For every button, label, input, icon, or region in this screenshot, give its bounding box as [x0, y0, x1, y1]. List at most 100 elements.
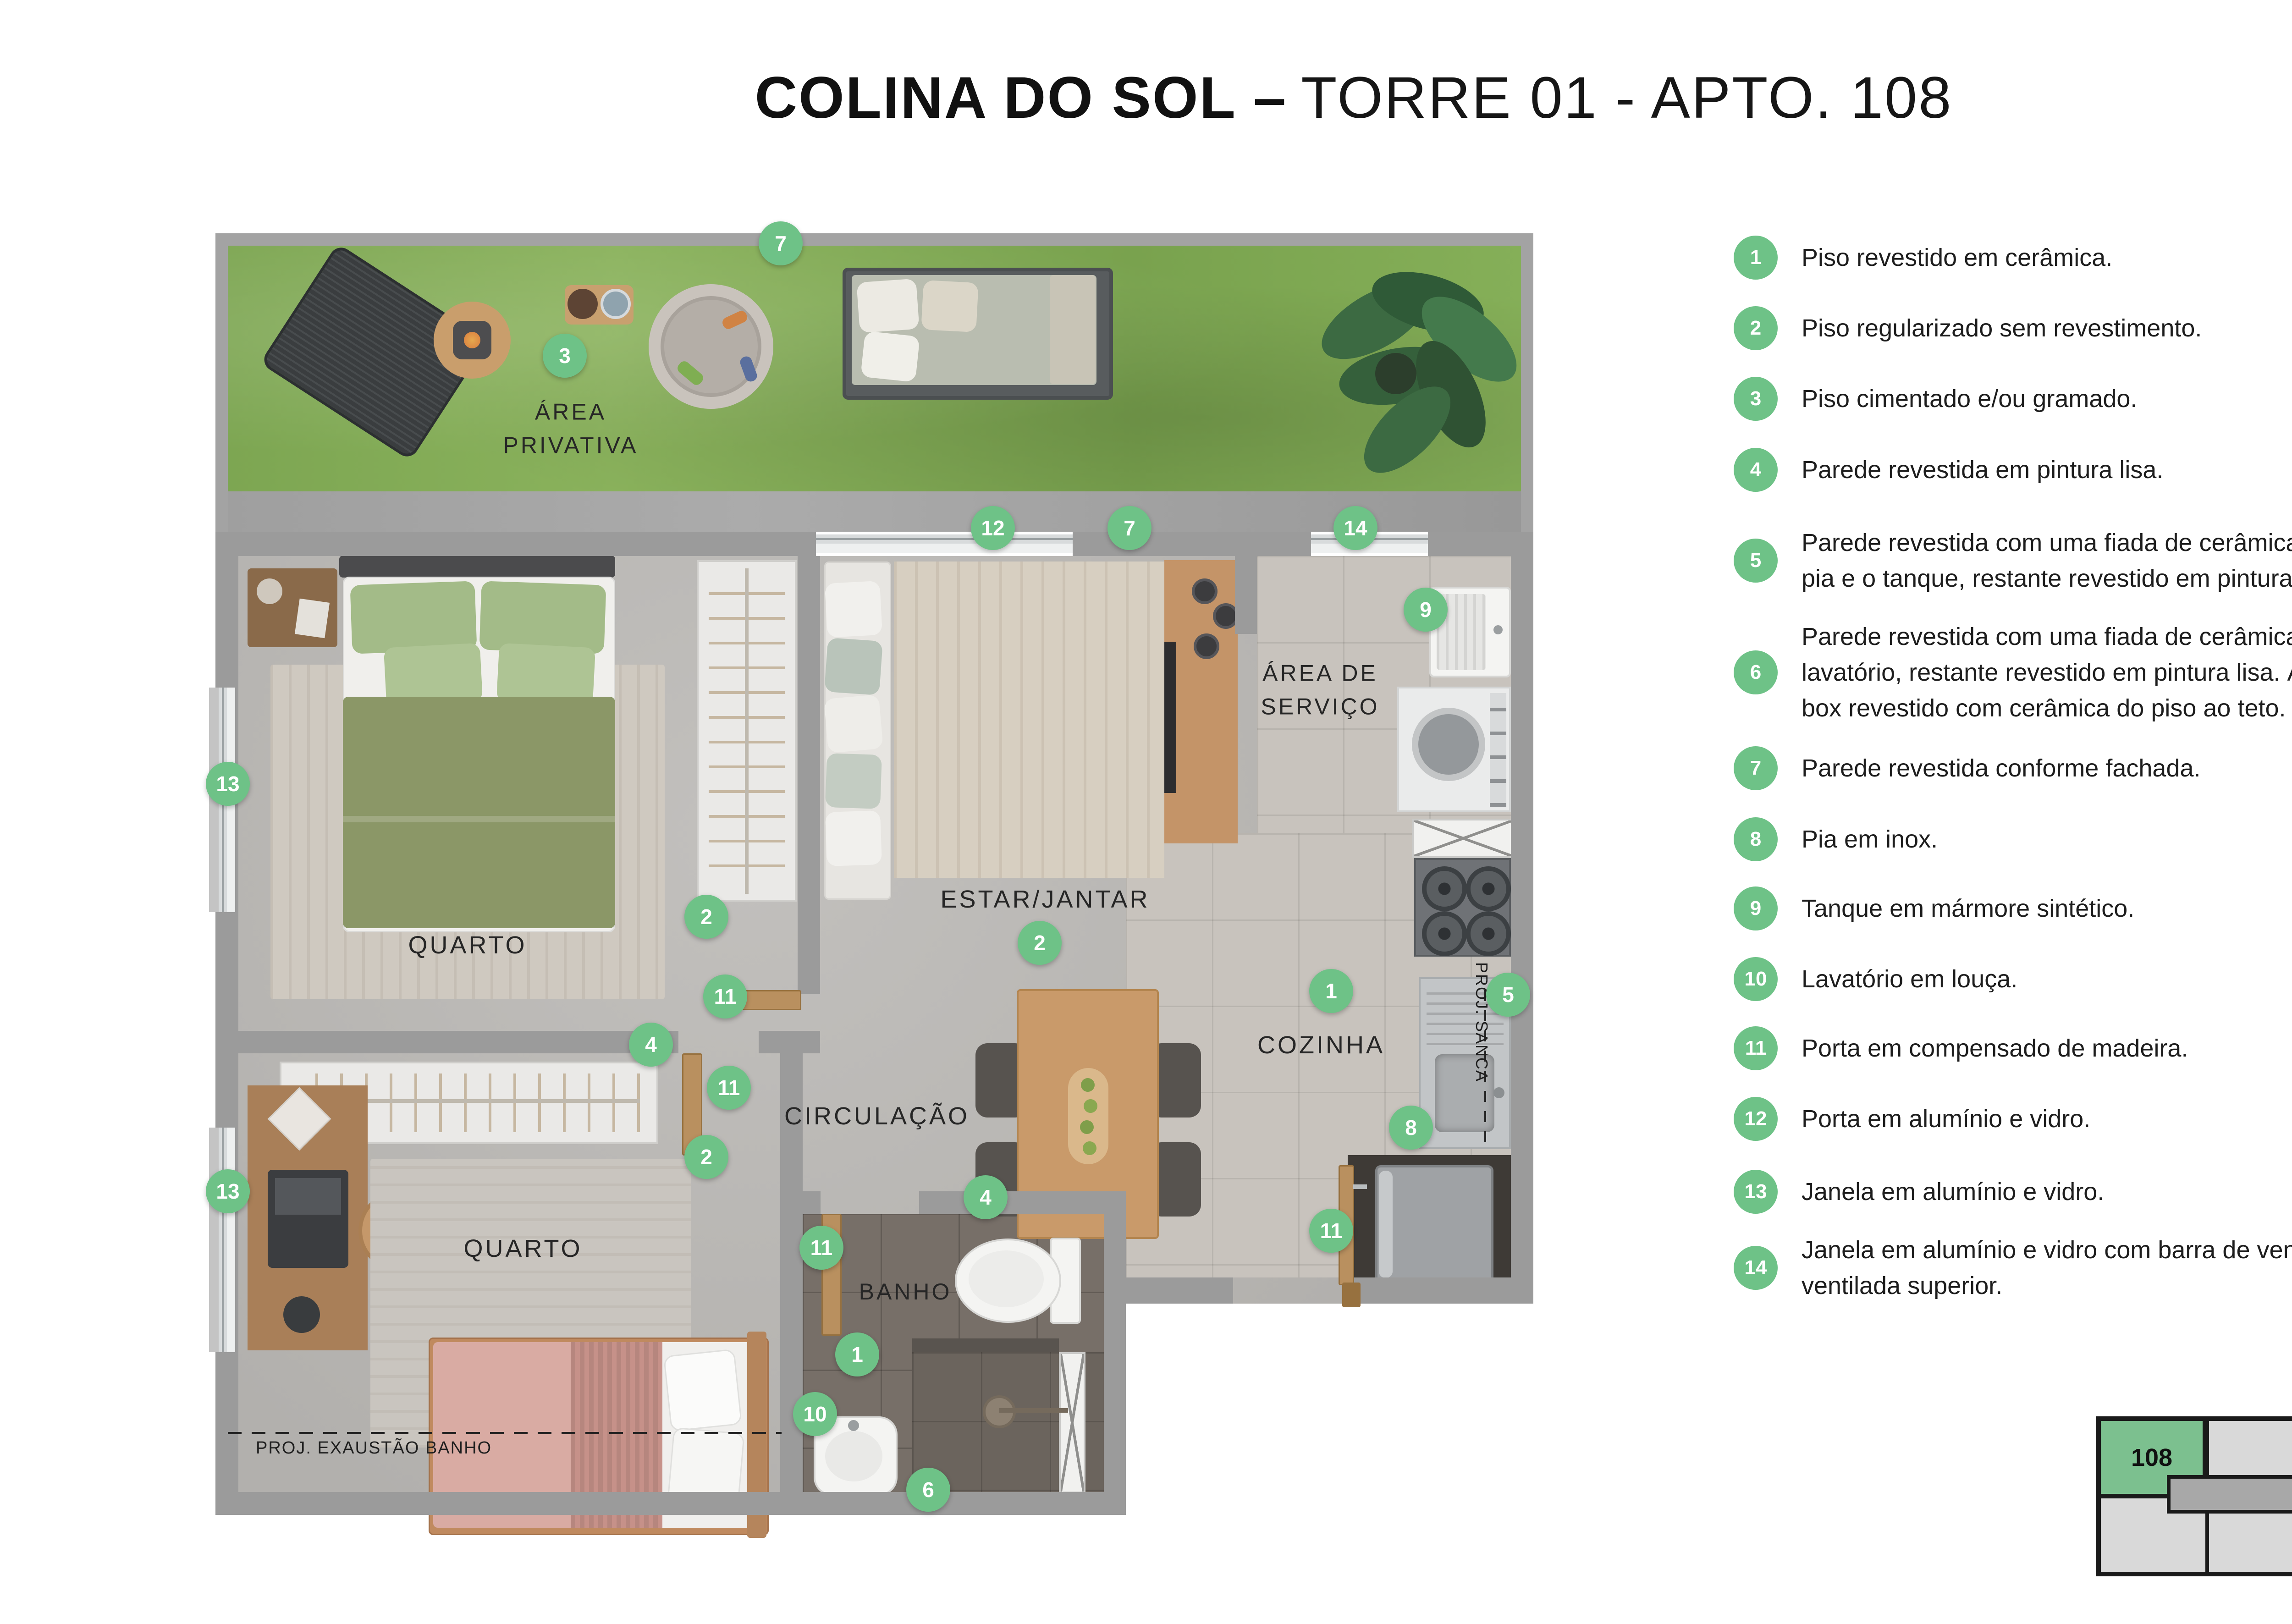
- room-label-area-servico: ÁREA DE SERVIÇO: [1261, 660, 1380, 720]
- garden-wall-top: [215, 233, 1533, 246]
- wall-bedrooms-divider: [238, 1031, 678, 1053]
- legend-item-text: Janela em alumínio e vidro com barra de …: [1802, 1236, 2292, 1299]
- tank-faucet: [1493, 625, 1503, 634]
- legend-item-text: Tanque em mármore sintético.: [1802, 895, 2135, 922]
- key-plan-divider: [2205, 1498, 2209, 1574]
- legend-item-text: Piso regularizado sem revestimento.: [1802, 314, 2202, 342]
- bedroom2-window: [219, 1128, 235, 1352]
- wall-bathroom-top: [919, 1191, 1104, 1214]
- finish-marker-4: 4: [964, 1175, 1008, 1219]
- legend-number-badge: 13: [1734, 1170, 1778, 1214]
- wardrobe-rail: [745, 568, 749, 894]
- finish-marker-7: 7: [1107, 506, 1152, 550]
- bed-duvet-fold: [343, 816, 615, 822]
- legend-number-badge: 4: [1734, 448, 1778, 492]
- room-label-quarto2: QUARTO: [463, 1234, 583, 1262]
- fruit: [1081, 1078, 1095, 1092]
- bed-pillow: [663, 1349, 743, 1432]
- finish-marker-10: 10: [793, 1392, 837, 1436]
- finish-marker-11: 11: [703, 974, 747, 1018]
- bed-headboard: [339, 556, 615, 578]
- finish-marker-7: 7: [759, 221, 803, 265]
- kitchen-cabinet: [1412, 819, 1515, 858]
- room-label-estar-jantar: ESTAR/JANTAR: [940, 885, 1150, 913]
- room-label-quarto1: QUARTO: [408, 931, 527, 959]
- sofa-pillow: [824, 637, 883, 696]
- wall-bath-right: [1104, 1191, 1126, 1515]
- room-label-cozinha: COZINHA: [1257, 1031, 1385, 1059]
- stove-burner: [1422, 866, 1467, 911]
- finish-marker-13: 13: [206, 1169, 250, 1213]
- entry-door-handle: [1353, 1184, 1367, 1189]
- finish-marker-2: 2: [1018, 921, 1062, 965]
- garden-walkway: [228, 491, 1521, 532]
- finish-marker-12: 12: [971, 506, 1015, 550]
- finish-marker-1: 1: [835, 1332, 879, 1376]
- finish-marker-2: 2: [684, 895, 728, 939]
- legend-item-text: Lavatório em louça.: [1802, 965, 2018, 993]
- rug: [894, 562, 1164, 878]
- sofa-pillow: [824, 580, 883, 638]
- finish-marker-11: 11: [707, 1066, 751, 1110]
- finish-marker-11: 11: [799, 1226, 843, 1270]
- garden-wall-right: [1521, 233, 1533, 532]
- fridge-door-edge: [1379, 1171, 1393, 1278]
- sliding-door-glass: [816, 534, 1073, 553]
- wall-service-partition: [1235, 556, 1257, 634]
- bed-pillow: [350, 581, 477, 654]
- bed-pillow: [479, 581, 606, 654]
- daybed-pillow: [921, 280, 979, 333]
- legend-item-text: Parede revestida com uma fiada de cerâmi…: [1802, 529, 2292, 592]
- title-unit: TORRE 01 - APTO. 108: [1301, 65, 1953, 131]
- kitchen-faucet: [1493, 1087, 1504, 1098]
- legend-item-5: 5 Parede revestida com uma fiada de cerâm…: [1734, 525, 2292, 596]
- wall-kitchen-bottom: [1104, 1277, 1233, 1304]
- stove-burner: [1422, 911, 1467, 956]
- exhaust-dashed-line: [228, 1432, 782, 1434]
- legend-number-badge: 9: [1734, 886, 1778, 930]
- title-project: COLINA DO SOL –: [755, 65, 1288, 131]
- annotation-sanca: PROJ. SANCA: [1472, 962, 1491, 1083]
- bedroom2-door: [682, 1053, 702, 1156]
- rug: [370, 1159, 691, 1448]
- legend-number-badge: 6: [1734, 650, 1778, 694]
- plant-center: [1375, 353, 1416, 394]
- legend-number-badge: 1: [1734, 236, 1778, 280]
- fruit: [1083, 1141, 1096, 1155]
- tv-screen: [1164, 642, 1176, 793]
- daybed-throw: [1050, 275, 1096, 384]
- tv-speaker: [1194, 633, 1219, 659]
- pet-bowl-food: [567, 289, 598, 319]
- finish-marker-8: 8: [1389, 1106, 1433, 1150]
- wall-bedrooms-divider: [759, 1031, 820, 1053]
- shower-arm: [999, 1408, 1068, 1413]
- finish-marker-1: 1: [1309, 969, 1353, 1013]
- pet-bowl-water: [601, 289, 631, 319]
- legend-item-text: Parede revestida com uma fiada de cerâmi…: [1802, 623, 2292, 722]
- sofa-pillow: [825, 810, 882, 867]
- finish-marker-2: 2: [684, 1135, 728, 1179]
- legend-number-badge: 5: [1734, 539, 1778, 583]
- stove-burner: [1466, 911, 1511, 956]
- legend-item-text: Porta em alumínio e vidro.: [1802, 1105, 2091, 1133]
- fire-flame: [464, 332, 480, 348]
- finish-marker-14: 14: [1333, 506, 1377, 550]
- legend-number-badge: 2: [1734, 306, 1778, 350]
- window-sill: [209, 1128, 219, 1352]
- legend-item-text: Porta em compensado de madeira.: [1802, 1035, 2188, 1062]
- wardrobe-rail: [298, 1099, 640, 1103]
- wall-kitchen-bottom: [1348, 1277, 1533, 1304]
- stove-burner: [1466, 866, 1511, 911]
- entry-door-frame: [1342, 1283, 1361, 1307]
- exterior-notch: [1126, 1304, 1538, 1533]
- wall-bottom: [215, 1492, 1126, 1515]
- nightstand-book: [294, 598, 330, 639]
- legend-item-9: 9 Tanque em mármore sintético.: [1734, 886, 2134, 930]
- page-title: COLINA DO SOL –TORRE 01 - APTO. 108: [0, 64, 2292, 132]
